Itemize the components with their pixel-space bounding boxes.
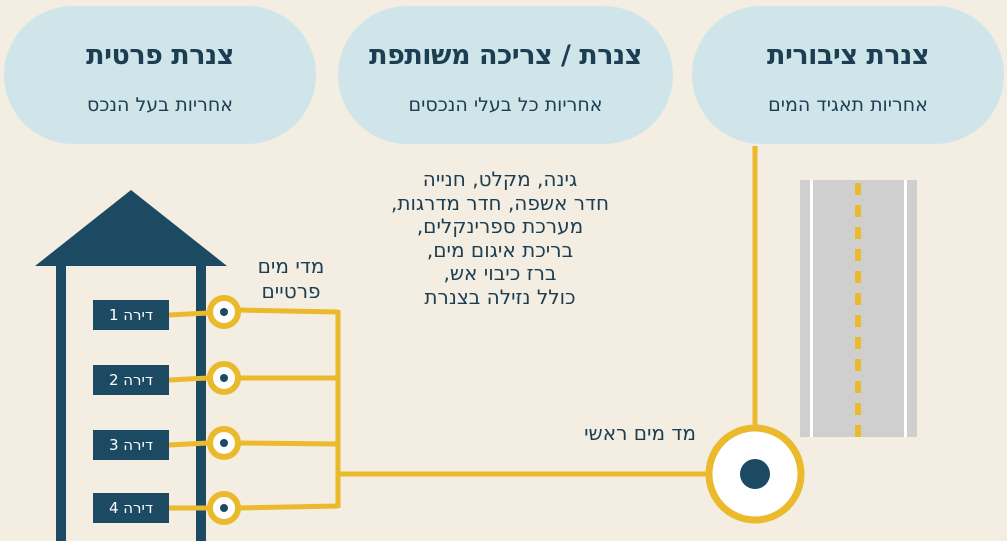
private-water-meter-3 [207,426,241,460]
shared-facility-line: מערכת ספרינקלים, [416,214,584,238]
shared-facilities-list: גינה, מקלט, חנייה חדר אשפה, חדר מדרגות, … [370,167,630,309]
shared-facility-line: כולל נזילה בצנרת [424,284,576,309]
apartment-2-label: דירה 2 [93,365,169,395]
private-pipes-zone: צנרת פרטית אחריות בעל הנכס [4,6,316,144]
shared-facility-line: גינה, מקלט, חנייה [422,167,578,191]
private-meters-label: מדי מים פרטיים [226,254,356,304]
private-water-meter-2 [207,361,241,395]
apartment-3-label: דירה 3 [93,430,169,460]
road-icon [800,180,917,437]
shared-facility-line: חדר אשפה, חדר מדרגות, [390,190,610,215]
main-water-meter-icon [705,424,805,524]
private-water-meter-4 [207,491,241,525]
public-pipes-zone: צנרת ציבורית אחריות תאגיד המים [692,6,1004,144]
branch-pipe-1 [237,307,339,315]
branch-pipe-3 [237,440,339,447]
private-water-meter-1 [207,295,241,329]
public-pipes-title: צנרת ציבורית [767,40,929,71]
building-icon [35,190,227,541]
main-meter-label: מד מים ראשי [584,421,696,445]
shared-pipes-title: צנרת / צריכה משותפת [369,40,642,71]
private-meters-label-line: פרטיים [261,279,321,303]
apartment-4-label: דירה 4 [93,493,169,523]
shared-facility-line: בריכת איגום מים, [426,237,574,262]
private-meters-label-line: מדי מים [257,254,325,278]
shared-pipes-subtitle: אחריות כל בעלי הנכסים [408,94,603,116]
private-pipes-title: צנרת פרטית [86,40,234,71]
pipes [237,146,758,511]
apartment-connectors [168,310,209,511]
public-pipes-subtitle: אחריות תאגיד המים [768,94,928,116]
apartment-1-label: דירה 1 [93,300,169,330]
shared-facility-line: ברז כיבוי אש, [443,261,557,285]
branch-pipe-4 [237,503,339,511]
private-pipes-subtitle: אחריות בעל הנכס [87,94,233,116]
shared-pipes-zone: צנרת / צריכה משותפת אחריות כל בעלי הנכסי… [338,6,673,144]
